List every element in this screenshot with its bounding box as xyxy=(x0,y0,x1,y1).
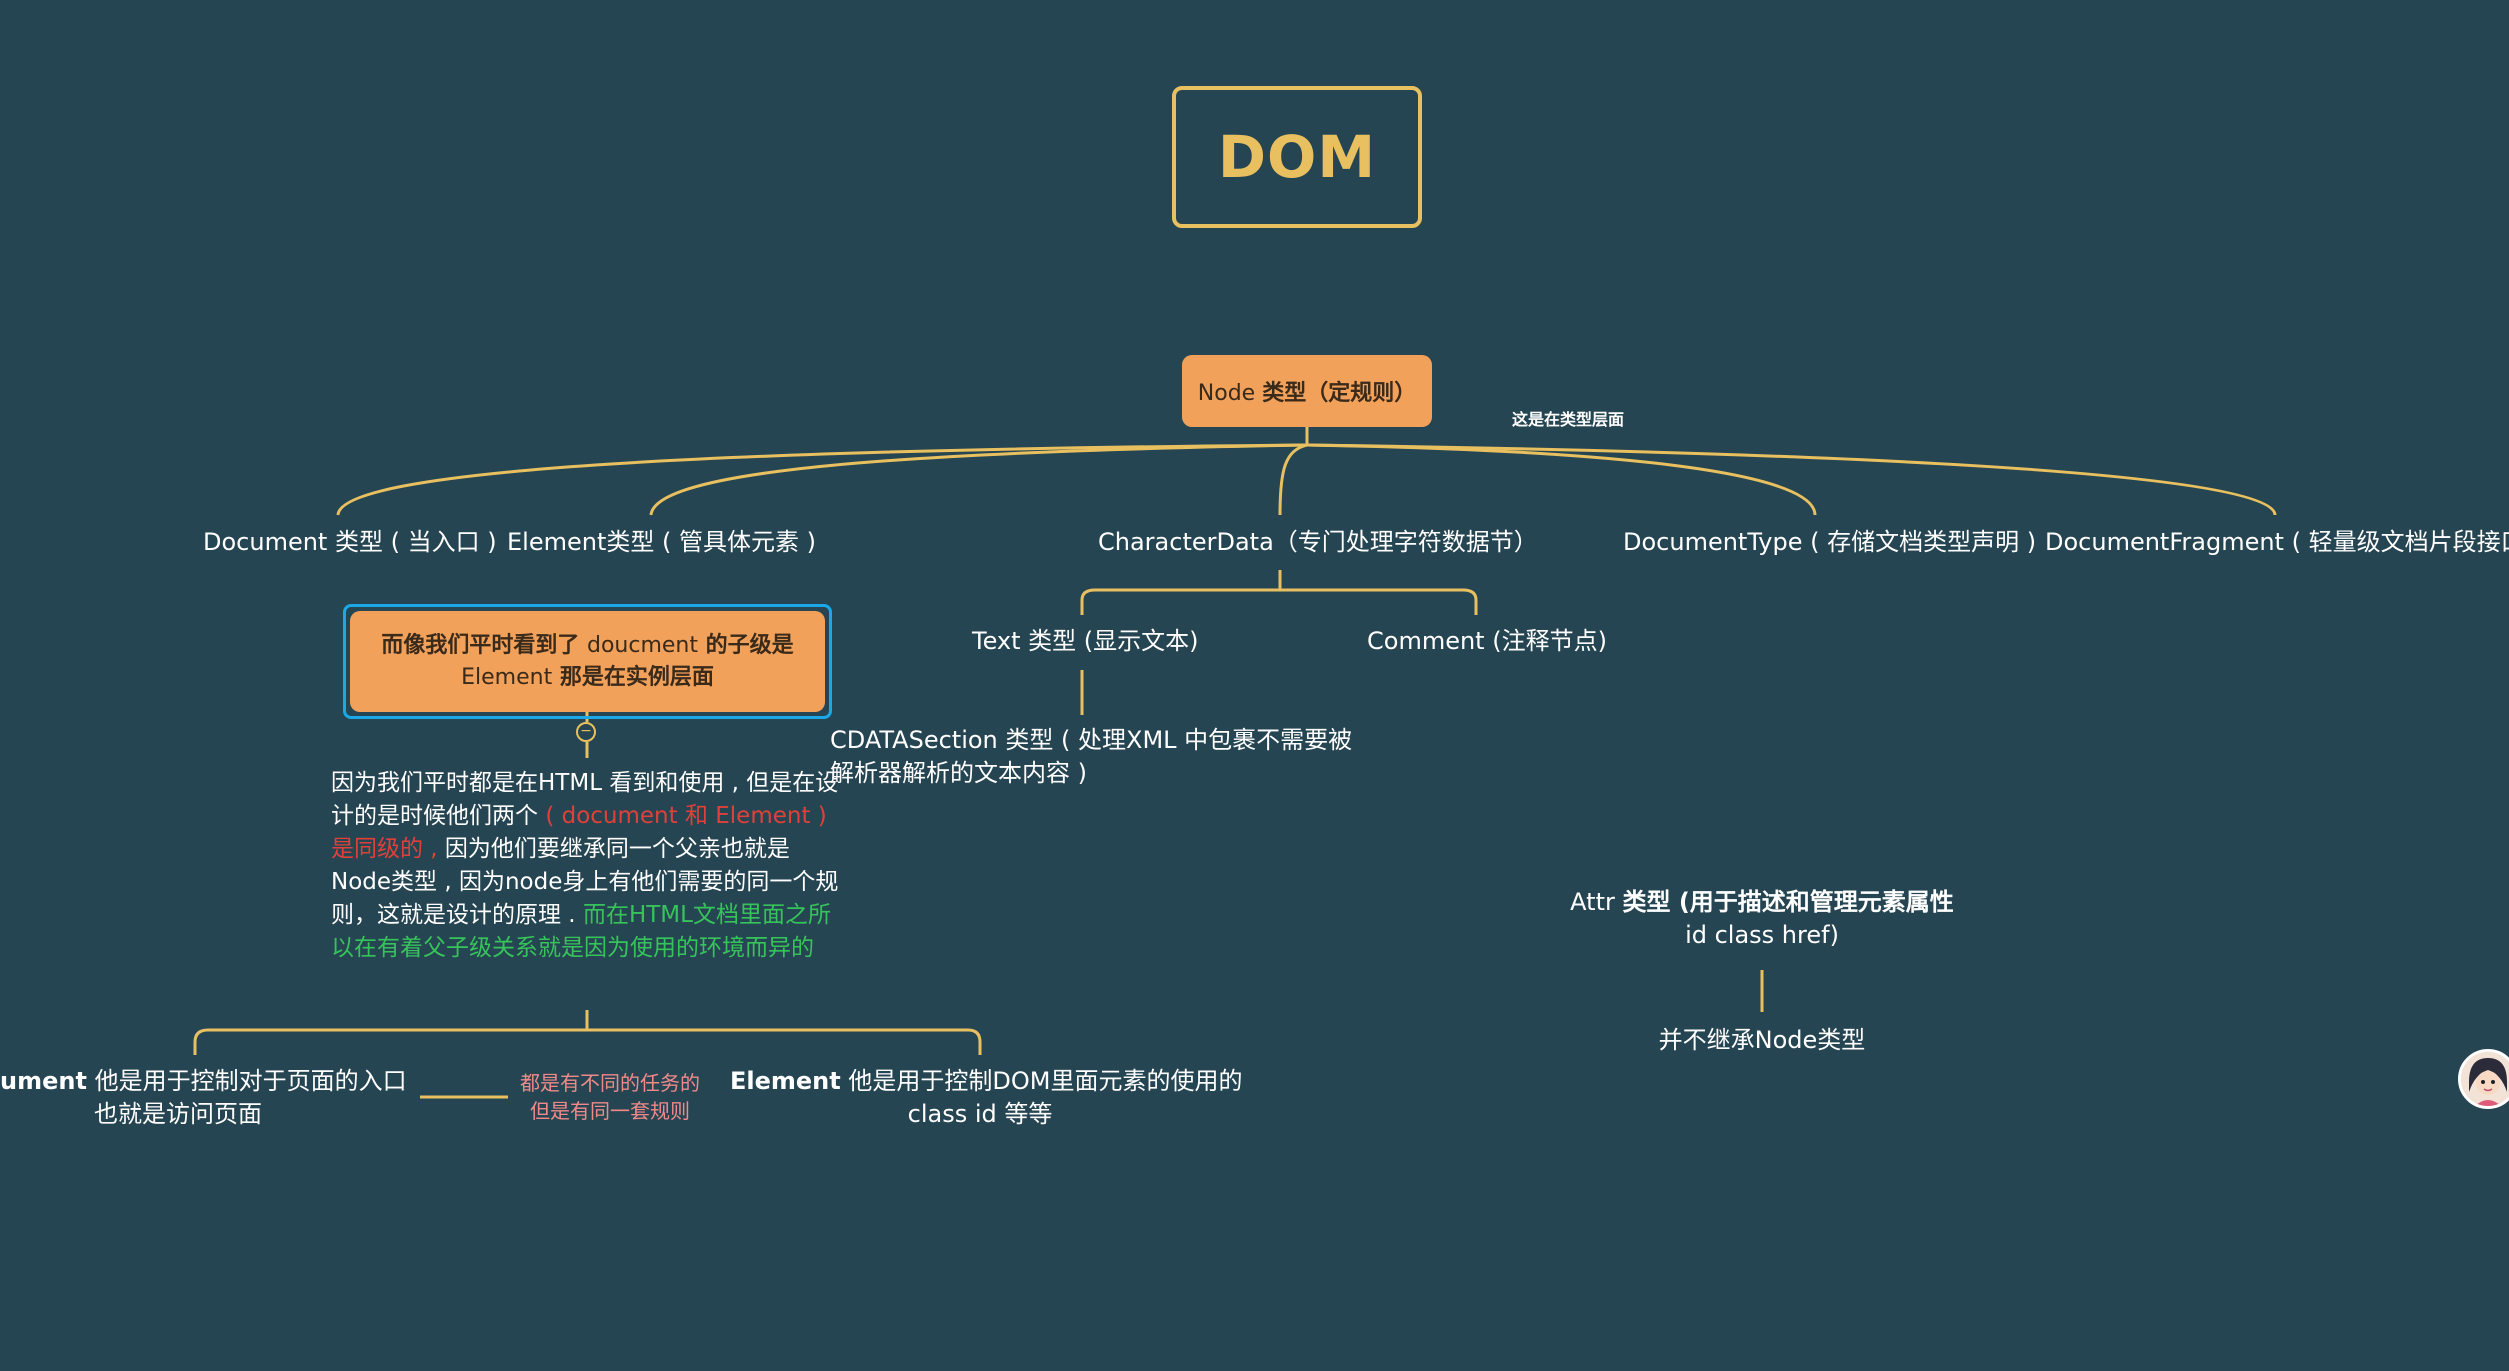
topic-instance-level[interactable]: 而像我们平时看到了 doucment 的子级是 Element 那是在实例层面 xyxy=(350,611,825,712)
main-topic-label: Node 类型（定规则） xyxy=(1197,381,1417,406)
topic-attr-not-inherit[interactable]: 并不继承Node类型 xyxy=(1658,1026,1866,1054)
branch-characterdata[interactable]: CharacterData（专门处理字符数据节） xyxy=(1098,528,1538,556)
topic-element-role[interactable]: Element 他是用于控制DOM里面元素的使用的 class id 等等 xyxy=(730,1067,1243,1128)
main-topic-node-type[interactable]: Node 类型（定规则） xyxy=(1182,355,1432,427)
assistant-avatar-icon[interactable] xyxy=(2458,1049,2509,1109)
branch-element-type[interactable]: Element类型 ( 管具体元素 ) xyxy=(507,528,816,556)
branch-documenttype[interactable]: DocumentType ( 存储文档类型声明 ) xyxy=(1623,528,2037,556)
note-type-level: 这是在类型层面 xyxy=(1512,410,1625,429)
root-topic-dom[interactable]: DOM xyxy=(1172,86,1422,228)
topic-cdata-section[interactable]: CDATASection 类型 ( 处理XML 中包裹不需要被 解析器解析的文本… xyxy=(830,724,1352,790)
collapse-toggle-icon[interactable]: − xyxy=(576,722,596,742)
selection-outline xyxy=(343,604,832,719)
connector-to-characterdata xyxy=(1278,443,1308,516)
connector-cd-bracket xyxy=(1080,588,1478,615)
branch-document-type[interactable]: Document 类型 ( 当入口 ) xyxy=(203,528,497,556)
connector-bottom-bracket xyxy=(193,1028,982,1055)
branch-documentfragment[interactable]: DocumentFragment ( 轻量级文档片段接口 ) xyxy=(2045,528,2509,556)
topic-document-role[interactable]: Document 他是用于控制对于页面的入口 也就是访问页面 xyxy=(0,1067,407,1128)
topic-attr-type[interactable]: Attr 类型 (用于描述和管理元素属性 id class href) xyxy=(1570,888,1954,949)
relation-label[interactable]: 都是有不同的任务的 但是有同一套规则 xyxy=(520,1071,700,1123)
cdata-line-2: 解析器解析的文本内容 ) xyxy=(830,759,1087,787)
topic-comment[interactable]: Comment (注释节点) xyxy=(1367,627,1607,655)
topic-text-type[interactable]: Text 类型 (显示文本) xyxy=(972,627,1199,655)
instance-level-label: 而像我们平时看到了 doucment 的子级是 Element 那是在实例层面 xyxy=(381,632,794,690)
topic-design-explanation[interactable]: 因为我们平时都是在HTML 看到和使用 , 但是在设计的是时候他们两个 ( do… xyxy=(331,770,839,961)
connector-to-documentfragment xyxy=(1306,443,2277,516)
root-topic-label: DOM xyxy=(1217,123,1377,191)
cdata-line-1: CDATASection 类型 ( 处理XML 中包裹不需要被 xyxy=(830,726,1353,754)
connector-to-element xyxy=(649,443,1308,516)
connector-to-document xyxy=(336,443,1308,516)
